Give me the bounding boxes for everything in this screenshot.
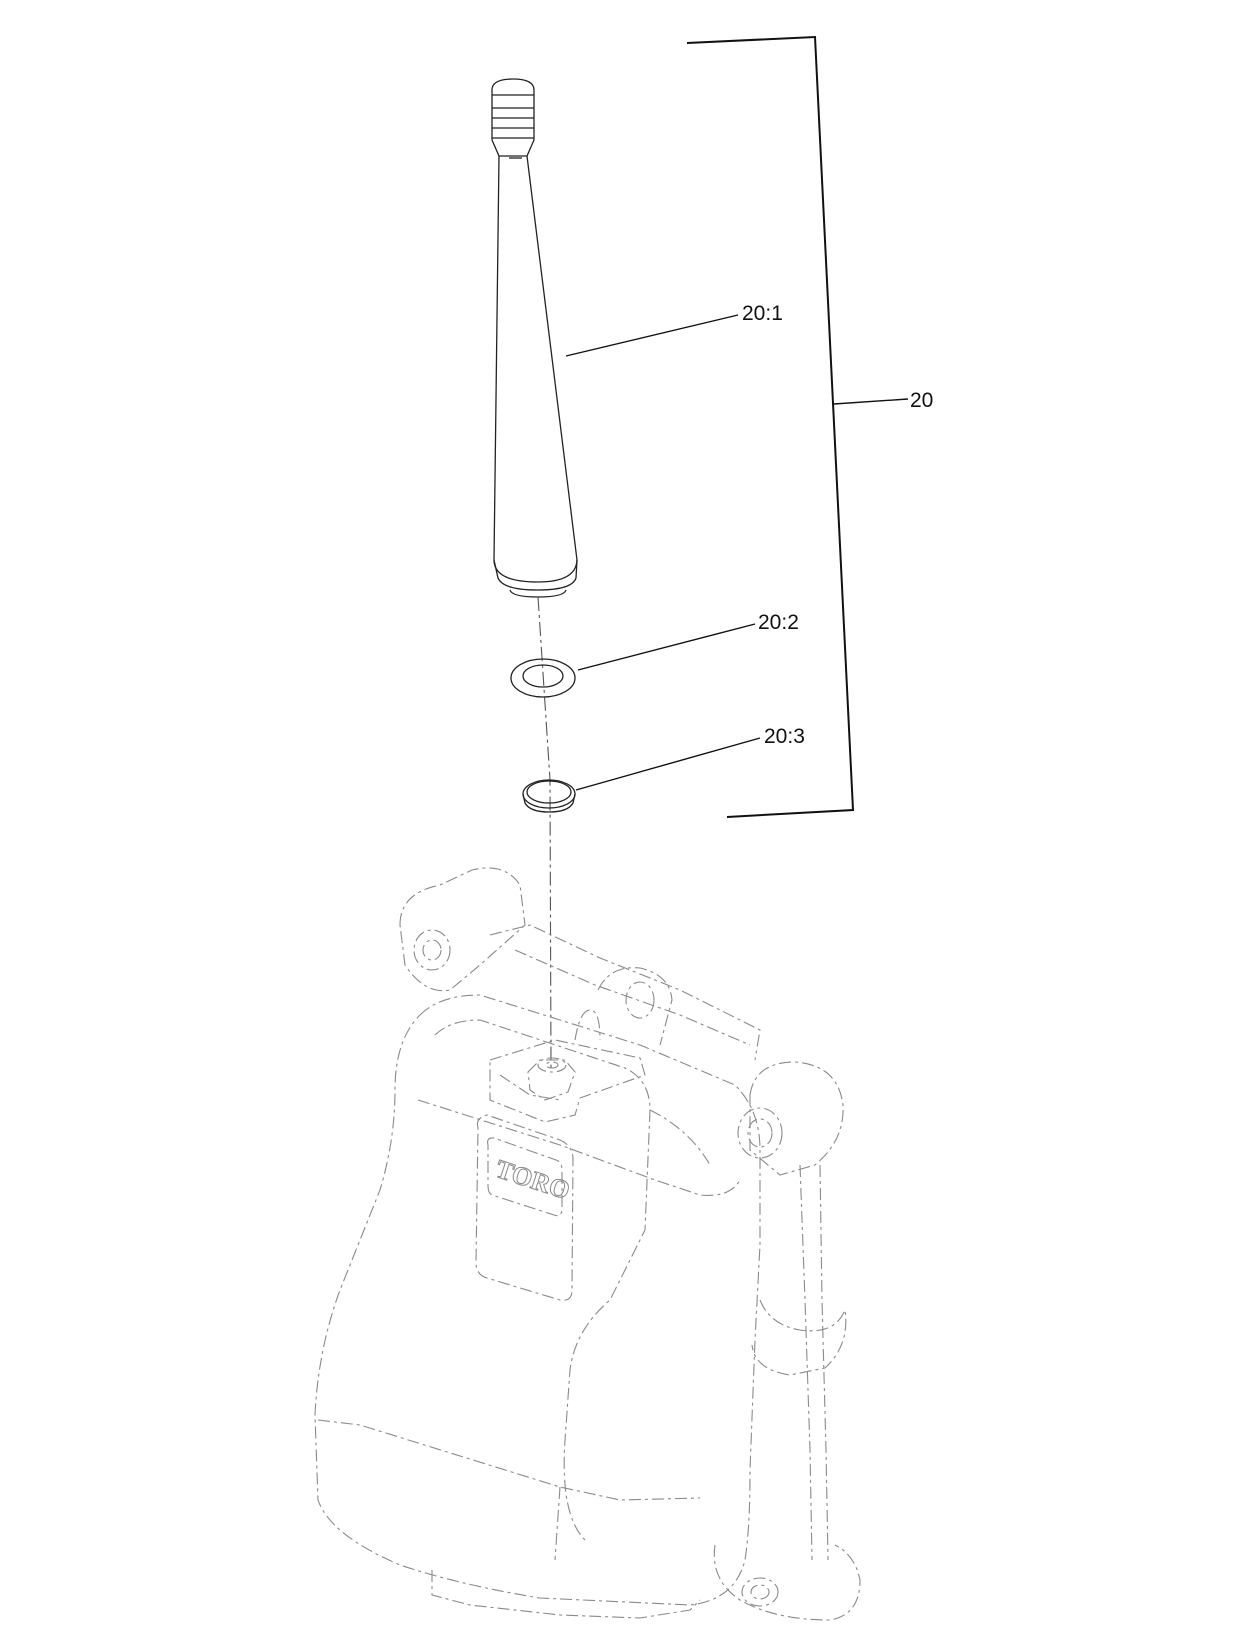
washer-leader-line (577, 623, 756, 671)
antenna-leader-line (565, 314, 739, 357)
callout-20[interactable]: 20 (910, 389, 933, 412)
assembly-centerline (537, 596, 552, 1071)
callout-20-1[interactable]: 20:1 (742, 302, 783, 325)
nut: 20:3 (522, 725, 805, 813)
antenna: 20:1 (491, 78, 783, 598)
nut-leader-line (575, 737, 761, 791)
brand-logo: TORO (492, 1154, 573, 1205)
controller-housing: TORO (314, 867, 861, 1621)
callout-20-3[interactable]: 20:3 (764, 725, 805, 748)
washer: 20:2 (510, 611, 799, 698)
assembly-bracket: 20 (686, 35, 933, 818)
assembly-leader-line (833, 398, 909, 405)
callout-20-2[interactable]: 20:2 (758, 611, 799, 634)
